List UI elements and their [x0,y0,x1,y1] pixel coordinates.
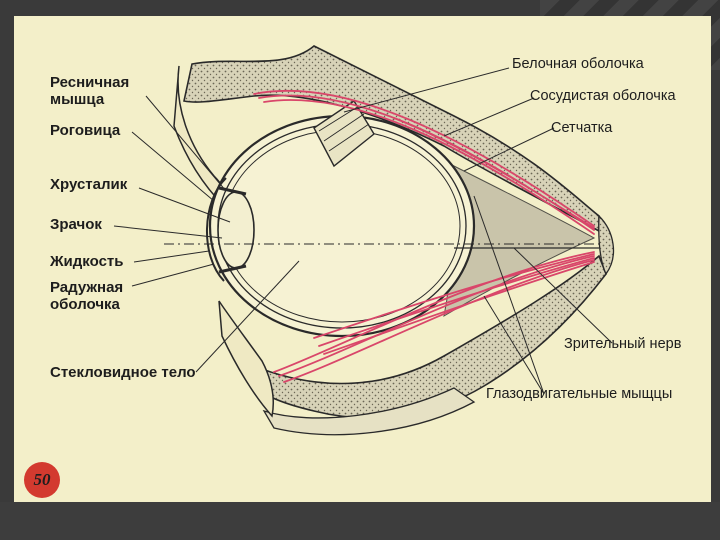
label-pupil: Зрачок [50,216,102,233]
label-cornea: Роговица [50,122,120,139]
label-iris: Радужная оболочка [50,279,123,313]
bottom-band [0,502,720,540]
label-lens: Хрусталик [50,176,127,193]
slide: Ресничная мышца Роговица Хрусталик Зрачо… [14,16,711,502]
label-ciliary-muscle: Ресничная мышца [50,74,129,108]
page-number-badge: 50 [24,462,60,498]
label-sclera: Белочная оболочка [512,56,644,73]
lens [218,192,254,268]
label-retina: Сетчатка [551,120,612,137]
label-optic-nerve: Зрительный нерв [564,336,681,353]
label-fluid: Жидкость [50,253,123,270]
label-vitreous-body: Стекловидное тело [50,364,196,381]
label-eye-muscles: Глазодвигательные мыщцы [486,386,672,403]
page-number: 50 [34,470,51,490]
label-choroid: Сосудистая оболочка [530,88,676,105]
